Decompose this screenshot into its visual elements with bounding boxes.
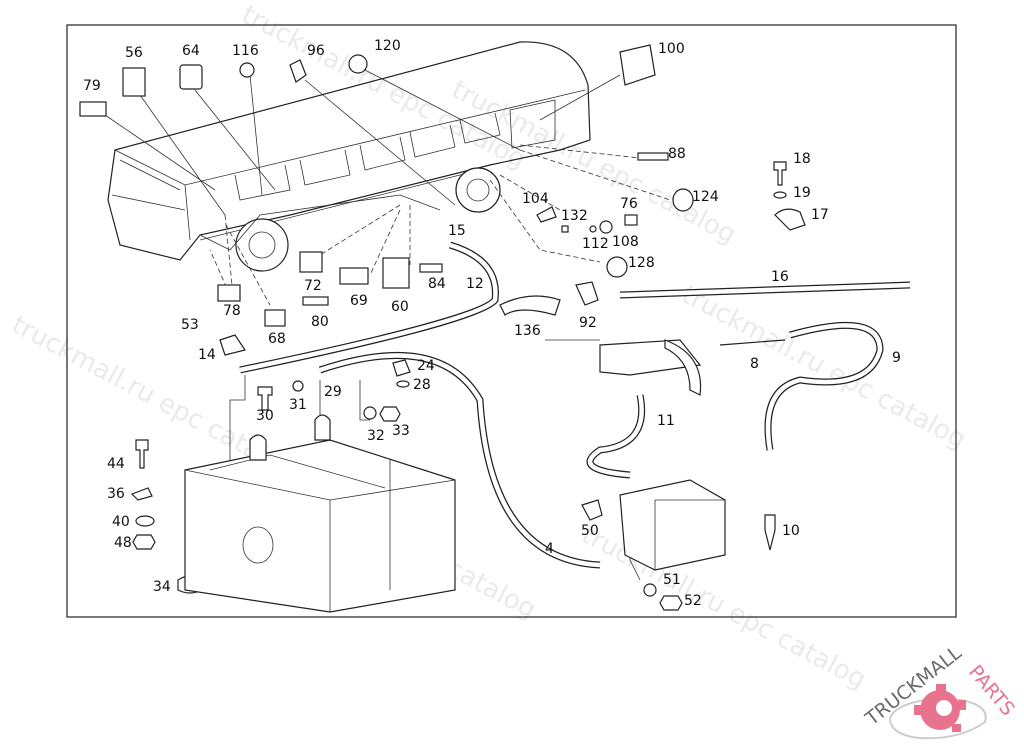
part-label-92[interactable]: 92 <box>579 315 597 331</box>
watermark-text: truckmall.ru epc catalog <box>447 75 741 250</box>
part-label-108[interactable]: 108 <box>612 234 639 250</box>
part-label-28[interactable]: 28 <box>413 377 431 393</box>
watermark-text: truckmall.ru epc catalog <box>677 280 971 455</box>
part-label-8[interactable]: 8 <box>750 356 759 372</box>
part-label-64[interactable]: 64 <box>182 43 200 59</box>
battery-box <box>184 414 456 613</box>
logo-text-accent: PARTS <box>964 661 1019 720</box>
part-label-124[interactable]: 124 <box>692 189 719 205</box>
part-label-50[interactable]: 50 <box>581 523 599 539</box>
diagram-frame <box>66 24 957 618</box>
part-label-18[interactable]: 18 <box>793 151 811 167</box>
part-label-72[interactable]: 72 <box>304 278 322 294</box>
part-label-69[interactable]: 69 <box>350 293 368 309</box>
part-label-100[interactable]: 100 <box>658 41 685 57</box>
part-label-79[interactable]: 79 <box>83 78 101 94</box>
part-label-14[interactable]: 14 <box>198 347 216 363</box>
part-label-32[interactable]: 32 <box>367 428 385 444</box>
cables <box>239 241 911 569</box>
part-label-56[interactable]: 56 <box>125 45 143 61</box>
part-label-128[interactable]: 128 <box>628 255 655 271</box>
part-label-9[interactable]: 9 <box>892 350 901 366</box>
part-label-84[interactable]: 84 <box>428 276 446 292</box>
part-label-15[interactable]: 15 <box>448 223 466 239</box>
gear-icon <box>914 684 966 732</box>
part-label-116[interactable]: 116 <box>232 43 259 59</box>
part-label-31[interactable]: 31 <box>289 397 307 413</box>
part-label-33[interactable]: 33 <box>392 423 410 439</box>
part-label-19[interactable]: 19 <box>793 185 811 201</box>
part-label-29[interactable]: 29 <box>324 384 342 400</box>
part-label-17[interactable]: 17 <box>811 207 829 223</box>
part-label-48[interactable]: 48 <box>114 535 132 551</box>
part-label-44[interactable]: 44 <box>107 456 125 472</box>
part-label-112[interactable]: 112 <box>582 236 609 252</box>
part-label-16[interactable]: 16 <box>771 269 789 285</box>
part-label-80[interactable]: 80 <box>311 314 329 330</box>
leader-lines <box>104 69 671 581</box>
part-label-11[interactable]: 11 <box>657 413 675 429</box>
part-label-76[interactable]: 76 <box>620 196 638 212</box>
part-label-52[interactable]: 52 <box>684 593 702 609</box>
part-label-136[interactable]: 136 <box>514 323 541 339</box>
part-labels: 56 64 116 96 120 100 79 88 18 19 17 124 … <box>83 38 901 609</box>
part-label-53[interactable]: 53 <box>181 317 199 333</box>
part-label-68[interactable]: 68 <box>268 331 286 347</box>
part-label-132[interactable]: 132 <box>561 208 588 224</box>
part-label-36[interactable]: 36 <box>107 486 125 502</box>
part-label-40[interactable]: 40 <box>112 514 130 530</box>
starter-assembly <box>599 339 726 571</box>
part-label-12[interactable]: 12 <box>466 276 484 292</box>
part-label-78[interactable]: 78 <box>223 303 241 319</box>
watermarks: truckmall.ru epc catalog truckmall.ru ep… <box>7 0 971 695</box>
part-label-10[interactable]: 10 <box>782 523 800 539</box>
part-label-120[interactable]: 120 <box>374 38 401 54</box>
part-label-96[interactable]: 96 <box>307 43 325 59</box>
part-label-60[interactable]: 60 <box>391 299 409 315</box>
part-label-34[interactable]: 34 <box>153 579 171 595</box>
part-label-30[interactable]: 30 <box>256 408 274 424</box>
part-label-104[interactable]: 104 <box>522 191 549 207</box>
bus-outline <box>107 41 591 272</box>
part-label-24[interactable]: 24 <box>417 358 435 374</box>
part-label-88[interactable]: 88 <box>668 146 686 162</box>
part-label-4[interactable]: 4 <box>545 541 554 557</box>
part-label-51[interactable]: 51 <box>663 572 681 588</box>
truckmallparts-logo: TRUCKMALL PARTS <box>861 642 1019 740</box>
